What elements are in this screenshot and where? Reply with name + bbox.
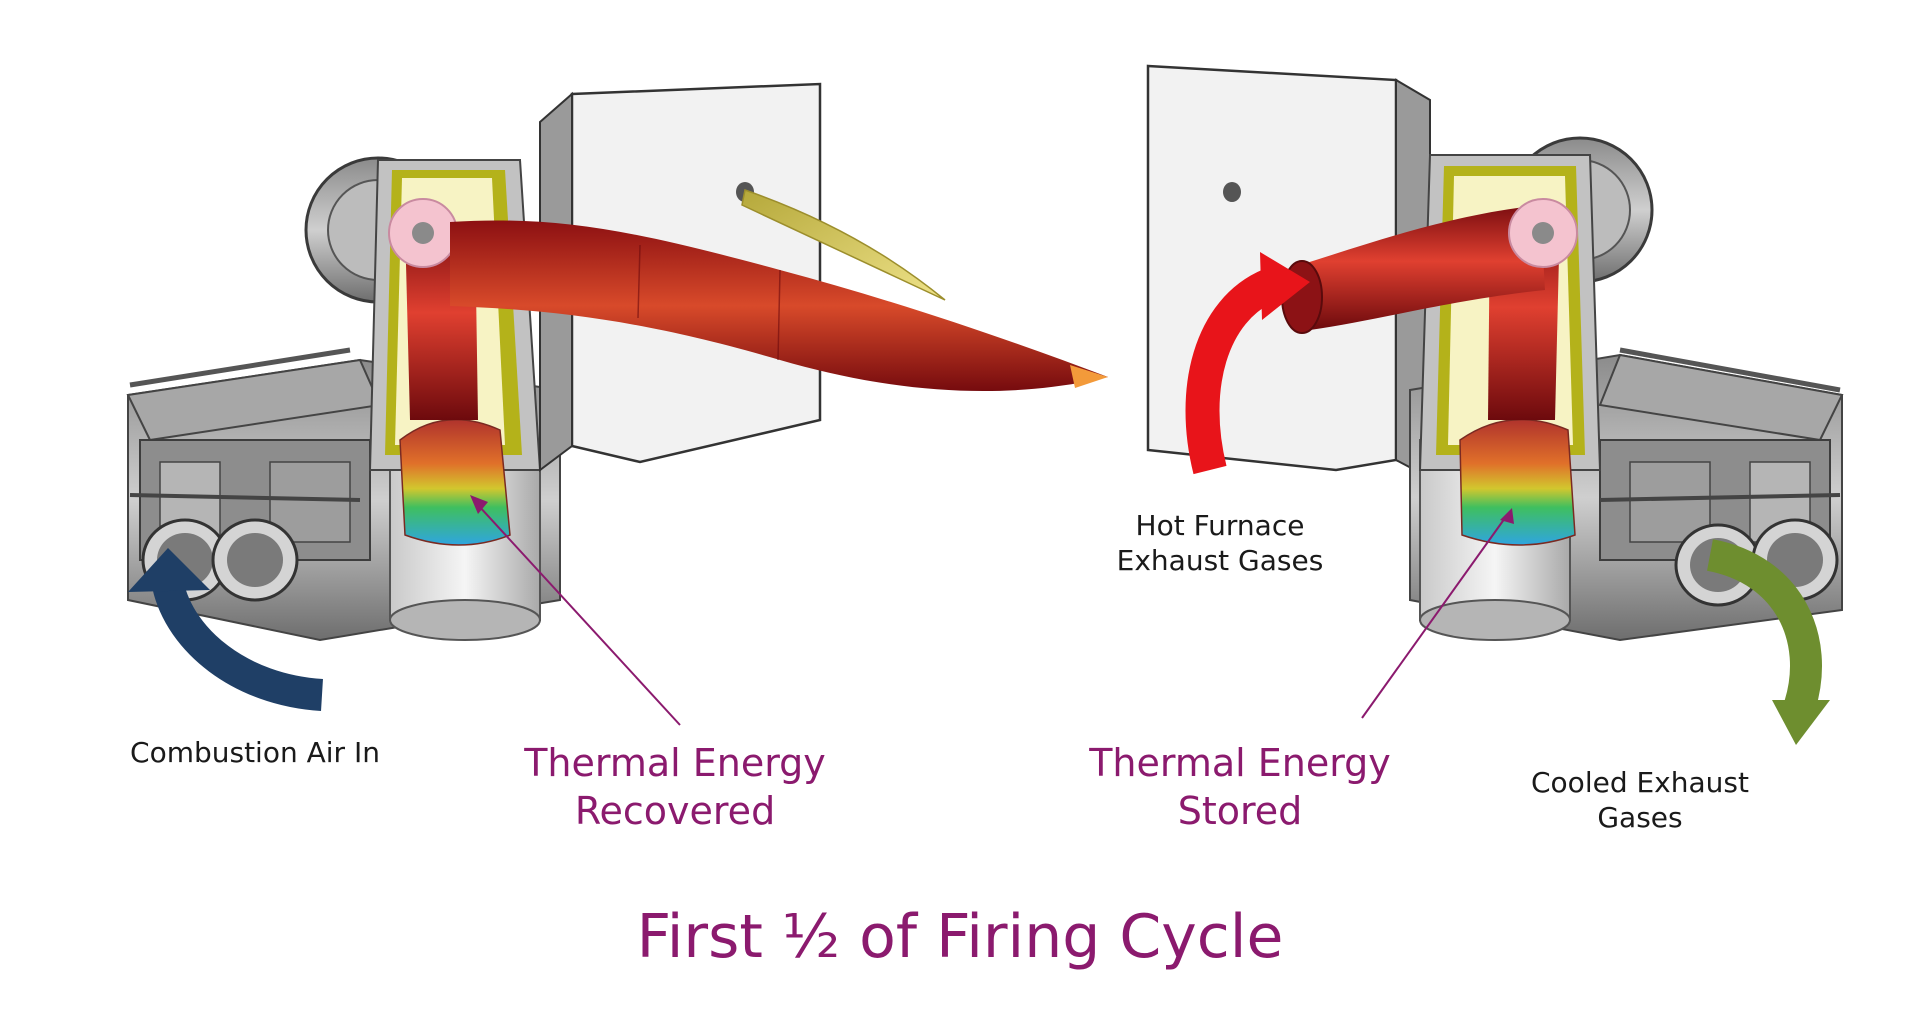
leader-line-recovered [477, 504, 681, 726]
label-cooled-exhaust-gases: Cooled Exhaust Gases [1531, 766, 1749, 834]
diagram-title: First ½ of Firing Cycle [636, 902, 1284, 972]
burner-right [1281, 136, 1844, 642]
label-combustion-air-in: Combustion Air In [130, 736, 380, 769]
flame [450, 220, 1108, 392]
label-thermal-energy-stored: Thermal Energy Stored [1089, 741, 1391, 833]
label-thermal-energy-recovered: Thermal Energy Recovered [524, 741, 826, 833]
flame-cone [741, 189, 946, 301]
label-hot-furnace-exhaust-gases: Hot Furnace Exhaust Gases [1116, 509, 1324, 577]
leader-line-stored [1361, 517, 1506, 719]
curved-arrow-hot-exhaust [1185, 252, 1310, 475]
curved-arrow-air-in [128, 548, 324, 711]
curved-arrow-cooled-exhaust [1706, 539, 1830, 745]
